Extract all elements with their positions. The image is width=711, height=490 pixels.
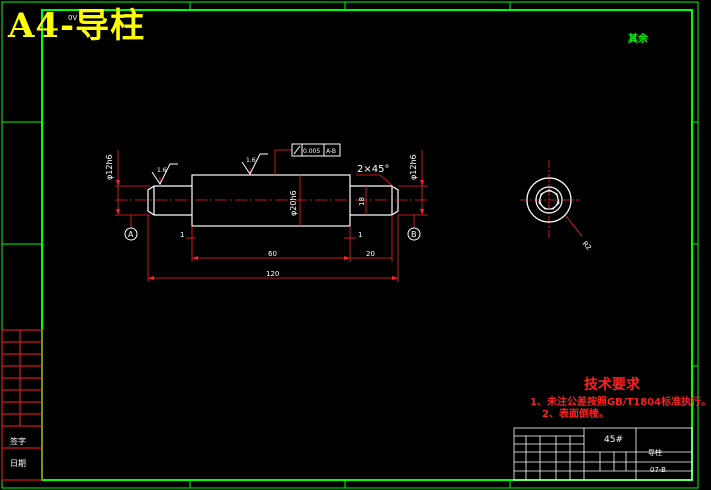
dim-dia-mid: φ20h6 <box>289 190 298 216</box>
dim-dia-left: φ12h6 <box>105 154 114 180</box>
side-label-date: 日期 <box>10 459 26 468</box>
title-block-part-name: 导柱 <box>648 449 662 457</box>
side-table <box>1 329 43 481</box>
requirements-title: 技术要求 <box>584 377 640 393</box>
requirement-item-2: 2、表面倒棱。 <box>542 409 609 420</box>
dim-roughness-left: 1.6 <box>157 167 167 174</box>
requirement-item-1: 1、未注公差按照GB/T1804标准执行。 <box>530 397 711 408</box>
outer-frame <box>1 1 699 489</box>
datum-circle-b <box>407 227 421 241</box>
dim-len-right: 20 <box>366 250 375 258</box>
tolerance-frame <box>291 143 341 157</box>
datum-circle-a <box>124 227 138 241</box>
dim-len-total: 120 <box>266 270 279 278</box>
dim-end-leader: R2 <box>581 240 593 252</box>
dim-groove-right: 1 <box>358 231 362 239</box>
dimension-lines <box>115 149 583 282</box>
inner-frame <box>41 9 693 481</box>
title-block-grid <box>513 427 693 481</box>
dim-chamfer: 2×45° <box>357 164 389 175</box>
datum-label-b: B <box>411 230 417 239</box>
dim-tolerance: 0.005 <box>303 148 320 155</box>
surface-finish-note: 其余 <box>628 34 648 45</box>
end-view <box>520 160 580 238</box>
roughness-symbol-left <box>151 163 178 185</box>
roughness-symbol-mid <box>241 153 268 175</box>
sheet-reference: 0V <box>68 14 78 22</box>
dim-roughness-mid: 1.6 <box>246 157 256 164</box>
side-label-signature: 签字 <box>10 437 26 446</box>
dim-len-mid: 60 <box>268 250 277 258</box>
dim-arrows <box>116 180 424 280</box>
datum-label-a: A <box>128 230 134 239</box>
dim-mark-mid: 18 <box>358 197 366 206</box>
dim-dia-right: φ12h6 <box>409 154 418 180</box>
title-block-material: 45# <box>604 435 623 445</box>
dim-groove-left: 1 <box>180 231 184 239</box>
drawing-title: A4-导柱 <box>8 6 146 46</box>
dim-datum-ref: A-B <box>326 148 336 155</box>
shaft-outline <box>147 174 399 227</box>
title-block-drawing-code: 07-B <box>650 466 666 474</box>
